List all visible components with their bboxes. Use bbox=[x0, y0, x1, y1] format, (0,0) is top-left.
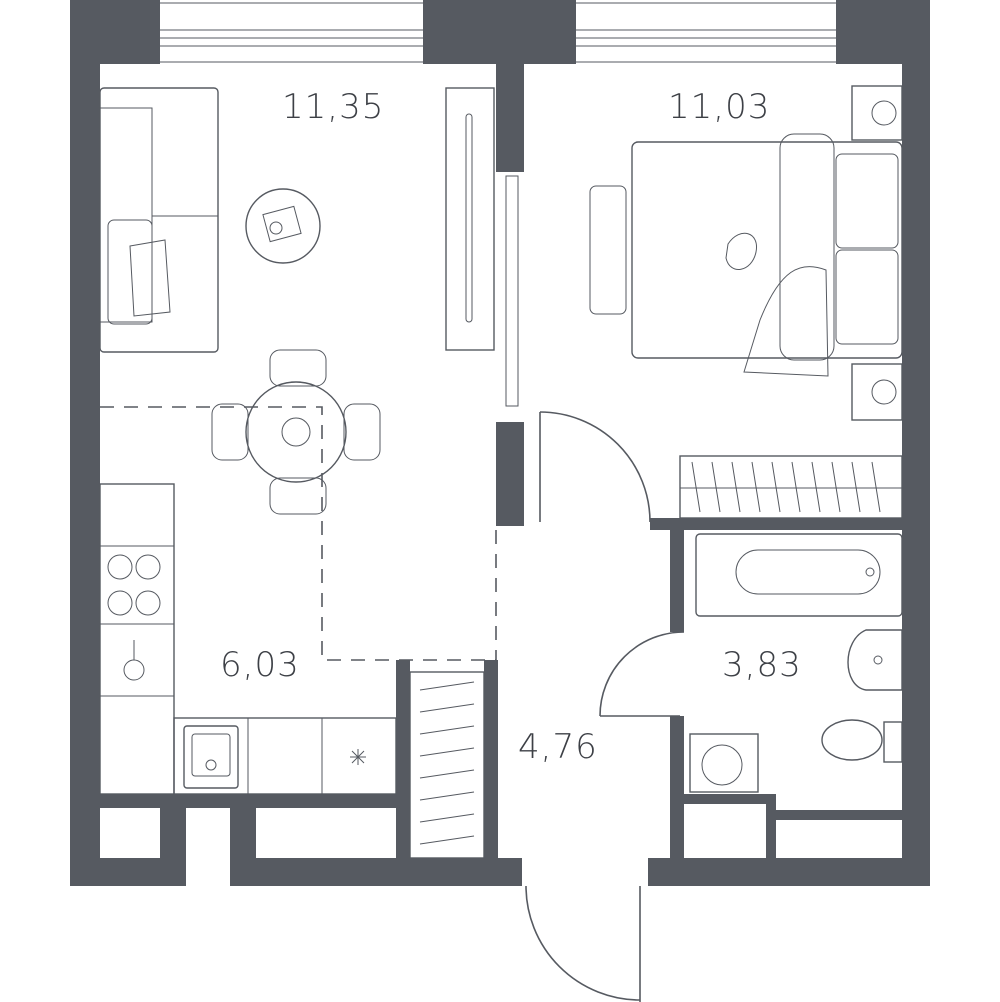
sink-icon bbox=[183, 725, 239, 789]
fridge-icon bbox=[350, 749, 366, 765]
windows bbox=[160, 2, 836, 63]
washing-machine-icon bbox=[689, 733, 759, 793]
area-label-kitchen: 6,03 bbox=[220, 645, 300, 685]
closet-bedroom-side bbox=[505, 175, 519, 407]
walls bbox=[70, 0, 930, 886]
door-entrance-icon bbox=[525, 885, 641, 1002]
area-label-living: 11,35 bbox=[282, 87, 384, 127]
bathtub-icon bbox=[695, 533, 903, 617]
doors bbox=[525, 411, 685, 1002]
wardrobe-icon bbox=[679, 455, 903, 519]
area-labels: 11,35 11,03 6,03 3,83 4,76 bbox=[220, 87, 802, 767]
sofa-icon bbox=[99, 87, 219, 353]
nightstand-icon bbox=[851, 85, 903, 421]
cooktop-icon bbox=[107, 554, 161, 616]
area-label-hallway: 4,76 bbox=[518, 727, 598, 767]
zone-boundary bbox=[100, 406, 497, 661]
chair-icon bbox=[211, 349, 381, 515]
door-bathroom-icon bbox=[599, 631, 685, 717]
window-bedroom bbox=[576, 2, 836, 63]
tv-unit-icon bbox=[445, 87, 495, 351]
washbasin-icon bbox=[847, 629, 903, 691]
window-living bbox=[160, 2, 423, 63]
area-label-bathroom: 3,83 bbox=[722, 645, 802, 685]
kitchen-counter bbox=[99, 483, 397, 795]
hallway-closet-icon bbox=[409, 671, 485, 859]
faucet-icon bbox=[123, 640, 145, 681]
dining-table-icon bbox=[211, 349, 381, 515]
bed-icon bbox=[589, 133, 903, 377]
door-bedroom-icon bbox=[539, 411, 651, 523]
area-label-bedroom: 11,03 bbox=[668, 87, 770, 127]
toilet-icon bbox=[821, 719, 903, 763]
coffee-table-icon bbox=[245, 188, 321, 264]
